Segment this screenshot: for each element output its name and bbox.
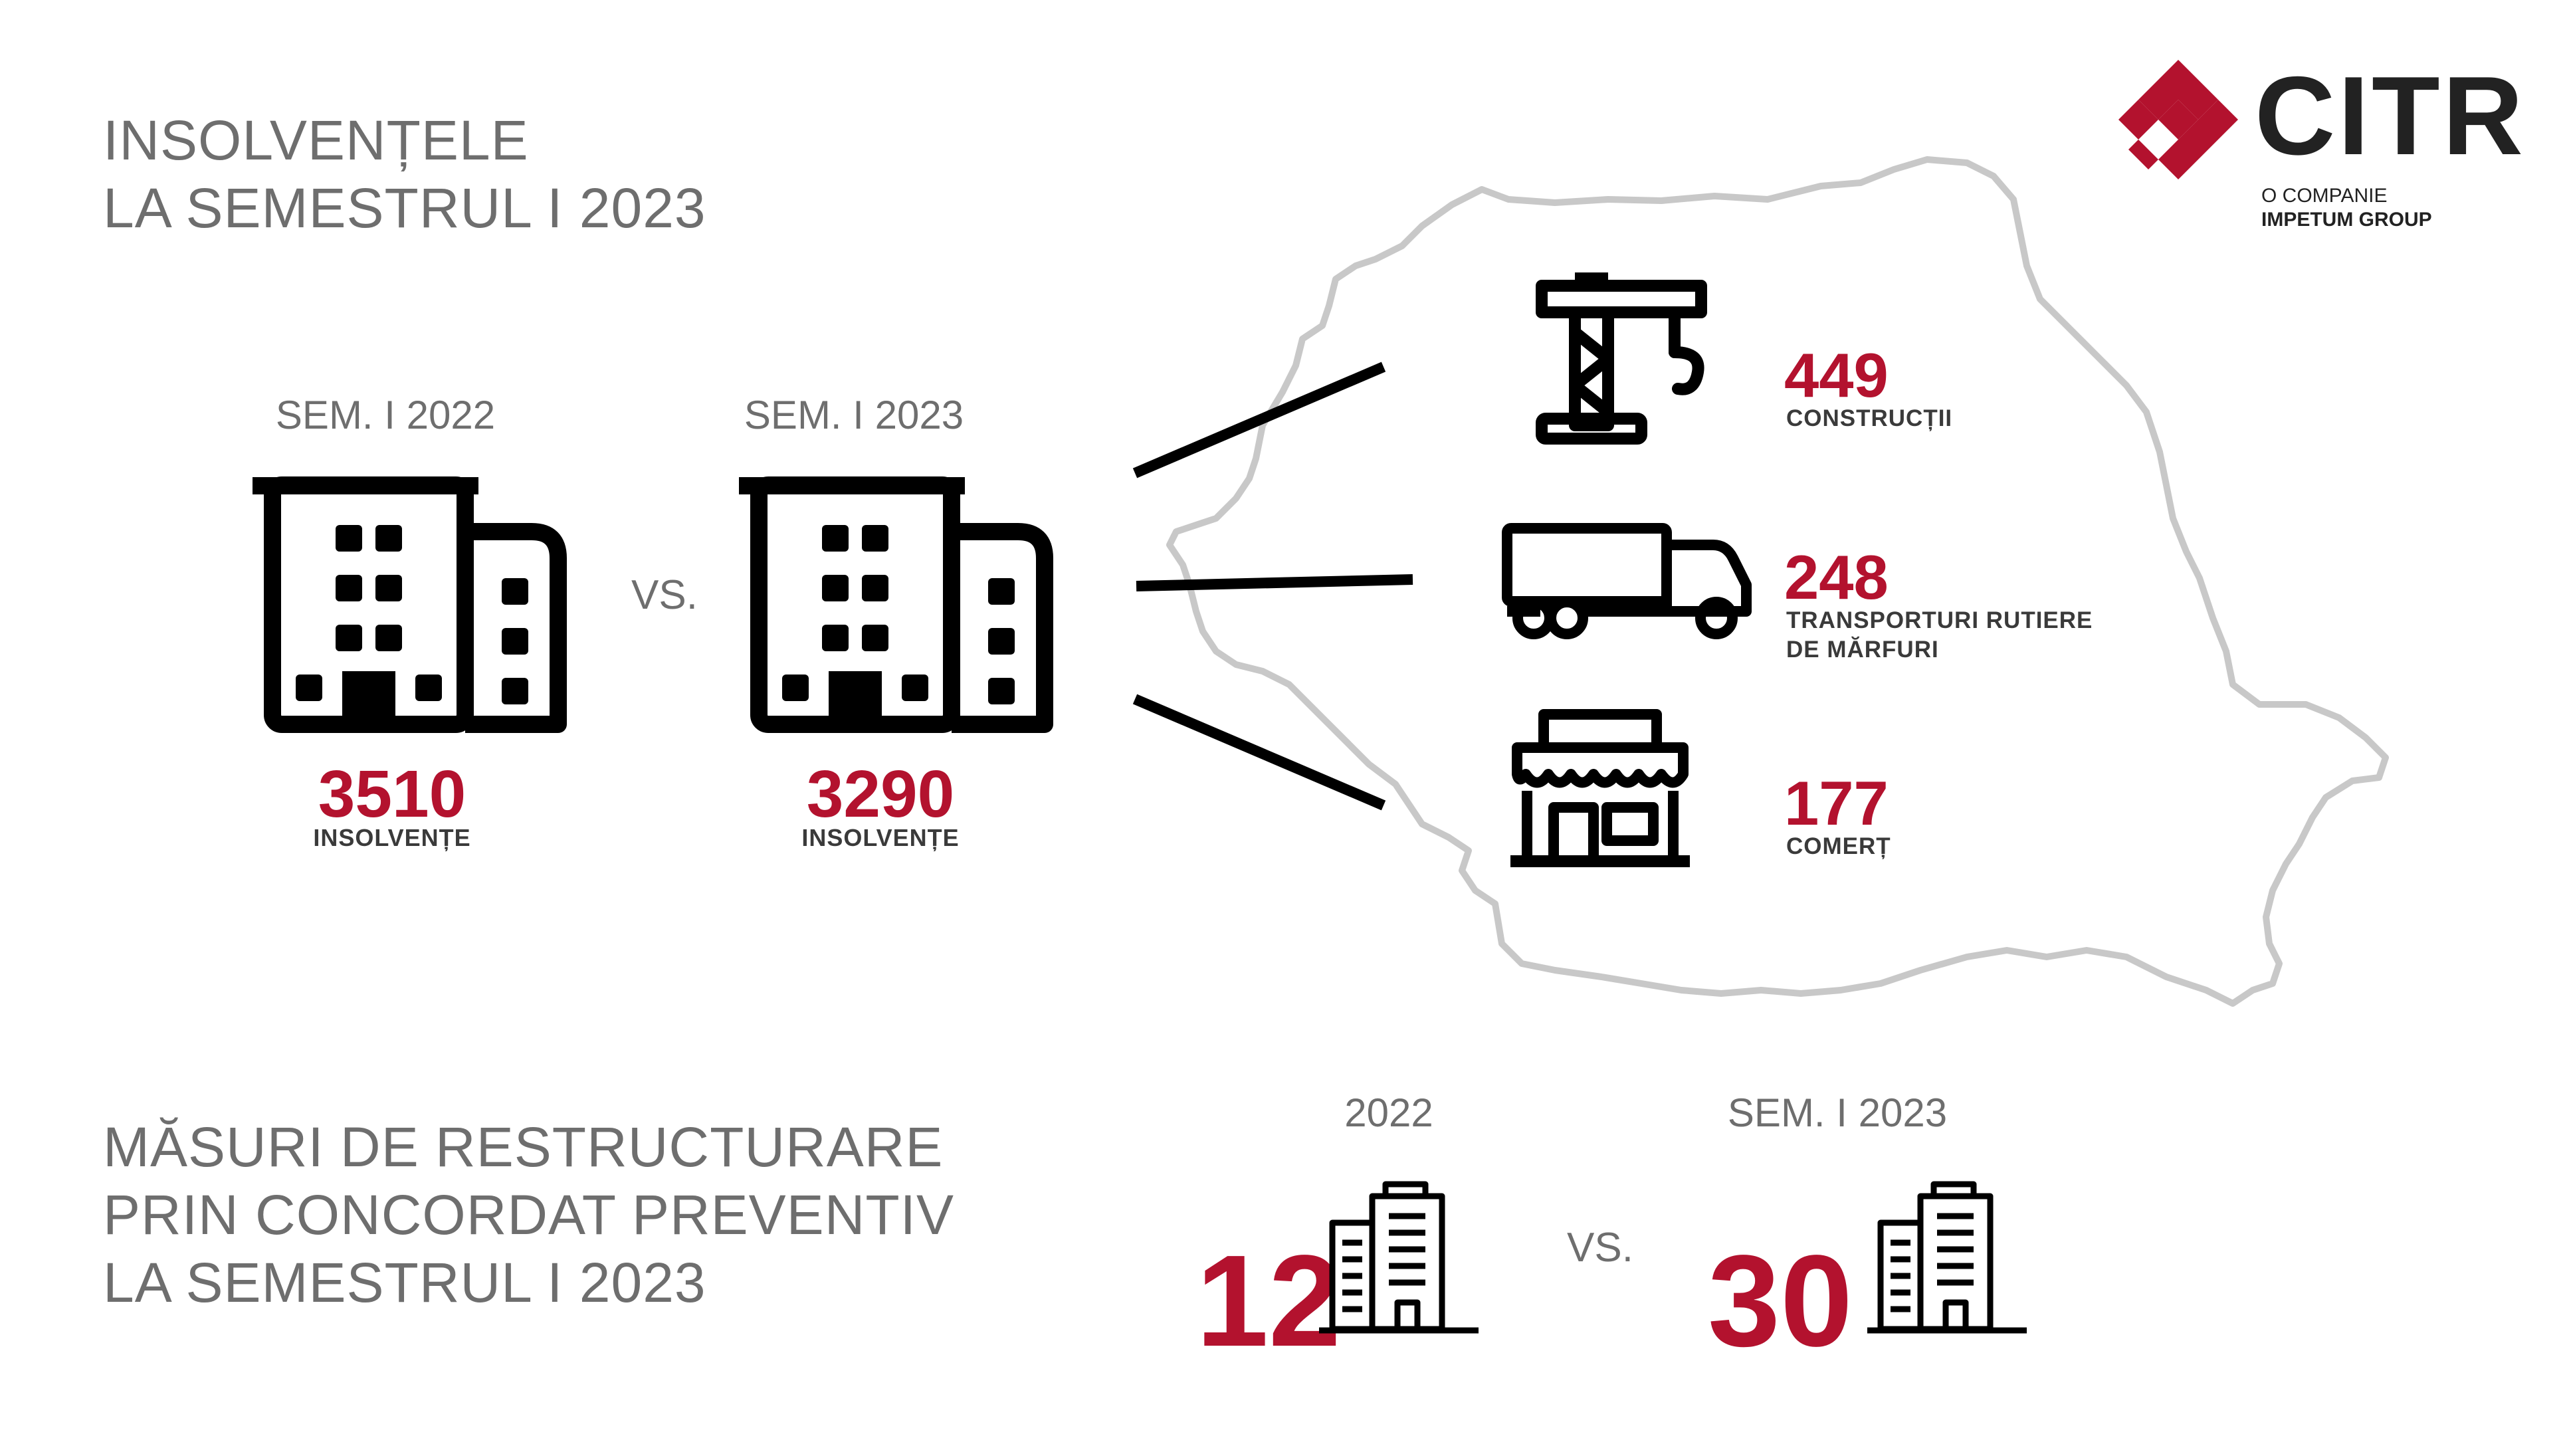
insolvency-title: INSOLVENȚELE LA SEMESTRUL I 2023 bbox=[103, 106, 706, 242]
period-b-label: SEM. I 2023 bbox=[744, 393, 964, 437]
logo-wordmark: CITR bbox=[2255, 53, 2526, 178]
connector-line-construction bbox=[1132, 362, 1386, 478]
insolvency-title-line1: INSOLVENȚELE bbox=[103, 109, 529, 171]
citr-logo: CITR O COMPANIE IMPETUM GROUP bbox=[2118, 60, 2523, 233]
restructuring-title-line2: PRIN CONCORDAT PREVENTIV bbox=[103, 1184, 955, 1246]
restructuring-period-b-label: SEM. I 2023 bbox=[1727, 1091, 1948, 1135]
connector-line-transport bbox=[1136, 574, 1413, 591]
citr-diamond-icon bbox=[2118, 60, 2238, 179]
restructuring-title-line3: LA SEMESTRUL I 2023 bbox=[103, 1251, 706, 1314]
restructuring-period-a-value: 12 bbox=[1196, 1228, 1342, 1374]
period-b-value: 3290 bbox=[806, 757, 955, 831]
connector-line-commerce bbox=[1132, 694, 1386, 811]
crane-icon bbox=[1536, 272, 1707, 445]
restructuring-period-a-label: 2022 bbox=[1344, 1091, 1433, 1135]
city-buildings-icon bbox=[1867, 1181, 2027, 1334]
sector-construction-label: CONSTRUCȚII bbox=[1786, 405, 1953, 431]
sector-transport-label-line2: DE MĂRFURI bbox=[1786, 637, 1939, 663]
office-building-icon bbox=[253, 476, 567, 733]
logo-tagline-line1: O COMPANIE bbox=[2261, 185, 2388, 207]
city-buildings-icon bbox=[1319, 1181, 1479, 1334]
truck-icon bbox=[1502, 523, 1752, 639]
shop-icon bbox=[1510, 709, 1690, 867]
insolvency-title-line2: LA SEMESTRUL I 2023 bbox=[103, 177, 706, 239]
sector-transport-label: TRANSPORTURI RUTIERE DE MĂRFURI bbox=[1786, 606, 2093, 665]
period-a-caption: INSOLVENȚE bbox=[313, 824, 471, 851]
restructuring-period-b-value: 30 bbox=[1708, 1228, 1853, 1374]
restructuring-vs: VS. bbox=[1567, 1225, 1633, 1271]
office-building-icon bbox=[739, 476, 1053, 733]
logo-tagline-line2: IMPETUM GROUP bbox=[2261, 209, 2432, 231]
sector-transport-value: 248 bbox=[1784, 542, 1889, 612]
sector-commerce-label: COMERȚ bbox=[1786, 833, 1891, 859]
restructuring-title: MĂSURI DE RESTRUCTURARE PRIN CONCORDAT P… bbox=[103, 1113, 954, 1316]
period-a-label: SEM. I 2022 bbox=[275, 393, 496, 437]
period-a-value: 3510 bbox=[318, 757, 466, 831]
insolvency-vs: VS. bbox=[631, 572, 698, 618]
sector-transport-label-line1: TRANSPORTURI RUTIERE bbox=[1786, 607, 2093, 633]
restructuring-title-line1: MĂSURI DE RESTRUCTURARE bbox=[103, 1116, 944, 1178]
sector-commerce-value: 177 bbox=[1784, 768, 1889, 838]
sector-construction-value: 449 bbox=[1784, 340, 1889, 410]
period-b-caption: INSOLVENȚE bbox=[801, 824, 960, 851]
